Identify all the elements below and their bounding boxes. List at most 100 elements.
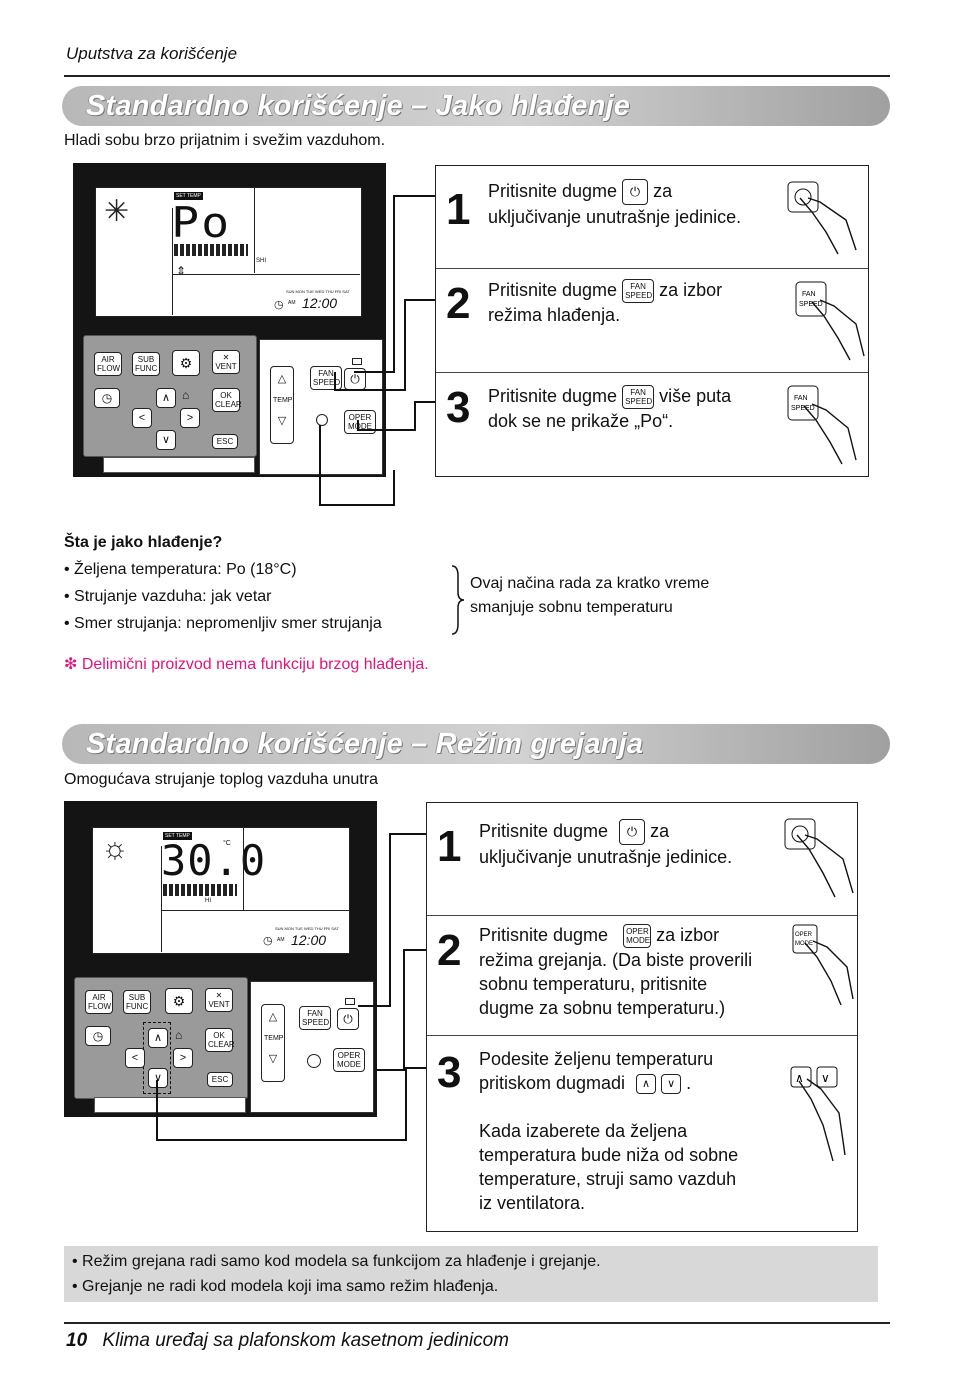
clock-icon: ◷: [274, 299, 284, 311]
section1-banner: Standardno korišćenje – Jako hlađenje: [62, 86, 890, 126]
step-1: 1 Pritisnite dugme ⏻ za uključivanje unu…: [436, 166, 868, 269]
note-item: • Grejanje ne radi kod modela koji ima s…: [72, 1278, 499, 1295]
step-number: 1: [437, 822, 462, 871]
timer-clock-button[interactable]: ◷: [94, 388, 120, 408]
lcd-screen: ☼ SET TEMP 30.0 °C HI SUN MON TUE WED TH…: [92, 827, 350, 954]
up-arrow-icon: ∧: [636, 1074, 657, 1095]
footer-text: Klima uređaj sa plafonskom kasetnom jedi…: [102, 1330, 510, 1351]
set-temp-tag: SET TEMP: [163, 832, 192, 840]
step-number: 3: [437, 1048, 462, 1097]
section2-title: Standardno korišćenje – Režim grejanja: [86, 728, 644, 760]
svg-text:FAN: FAN: [794, 395, 808, 402]
fan-level-bars: [163, 884, 237, 896]
lcd-main-text: Po: [171, 198, 232, 247]
step-text: Pritisnite dugme ⏻ za uključivanje unutr…: [488, 179, 742, 228]
right-arrow-button[interactable]: >: [180, 408, 200, 428]
power-led: [345, 998, 355, 1005]
am-label: AM: [288, 300, 296, 306]
home-icon: ⌂: [175, 1028, 183, 1042]
up-arrow-button[interactable]: ∧: [148, 1028, 168, 1048]
esc-button[interactable]: ESC: [207, 1072, 233, 1087]
hand-pressing-power-icon: [786, 180, 858, 265]
up-arrow-button[interactable]: ∧: [156, 388, 176, 408]
power-icon: ⏻: [619, 819, 646, 846]
step-text: Podesite željenu temperaturu pritiskom d…: [479, 1049, 739, 1213]
section1-intro: Hladi sobu brzo prijatnim i svežim vazdu…: [64, 132, 386, 149]
swing-icon: ⇕: [176, 264, 187, 278]
step-number: 3: [446, 383, 471, 432]
room-temp-button[interactable]: [316, 414, 328, 426]
vent-button[interactable]: ✕VENT: [212, 350, 240, 374]
temp-rocker-button[interactable]: △TEMP▽: [270, 366, 294, 444]
right-arrow-button[interactable]: >: [173, 1048, 193, 1068]
weekday-labels: SUN MON TUE WED THU FRI SAT: [286, 289, 350, 294]
shi-label: SHI: [256, 258, 267, 264]
callout-lines-1: [319, 195, 436, 506]
svg-text:SPEED: SPEED: [799, 301, 823, 308]
step-number: 1: [446, 185, 471, 234]
down-arrow-icon: ∨: [661, 1074, 682, 1095]
settings-gear-icon[interactable]: ⚙: [172, 350, 200, 376]
step-1: 1 Pritisnite dugme ⏻ za uključivanje unu…: [427, 803, 857, 916]
hand-pressing-fan-speed-icon: FAN SPEED: [786, 380, 858, 477]
svg-text:SPEED: SPEED: [791, 405, 815, 412]
steps-panel-1: 1 Pritisnite dugme ⏻ za uključivanje unu…: [435, 165, 869, 477]
svg-text:MODE: MODE: [795, 941, 813, 947]
list-item: • Strujanje vazduha: jak vetar: [64, 588, 272, 605]
settings-gear-icon[interactable]: ⚙: [165, 988, 193, 1014]
set-temp-tag: SET TEMP: [174, 192, 203, 200]
svg-text:FAN: FAN: [802, 291, 816, 298]
remote-control-illustration-2: ☼ SET TEMP 30.0 °C HI SUN MON TUE WED TH…: [64, 801, 377, 1117]
battery-cover: [103, 457, 255, 473]
svg-text:∧: ∧: [795, 1071, 804, 1085]
snowflake-icon: ✳: [104, 195, 130, 228]
section2-intro: Omogućava strujanje toplog vazduha unutr…: [64, 771, 378, 788]
hi-label: HI: [205, 898, 211, 904]
lcd-main-text: 30.0: [161, 836, 267, 885]
header-label: Uputstva za korišćenje: [66, 44, 238, 63]
hand-pressing-power-icon: [783, 817, 855, 908]
header-rule: [64, 75, 890, 77]
left-arrow-button[interactable]: <: [132, 408, 152, 428]
celsius-unit: °C: [223, 840, 231, 847]
weekday-labels: SUN MON TUE WED THU FRI SAT: [275, 926, 339, 931]
page-number: 10: [66, 1330, 88, 1351]
sun-icon: ☼: [101, 832, 129, 865]
timer-clock-button[interactable]: ◷: [85, 1026, 111, 1046]
hand-pressing-up-down-icon: ∧∨: [789, 1065, 853, 1174]
left-arrow-button[interactable]: <: [125, 1048, 145, 1068]
step-number: 2: [437, 926, 462, 975]
remote-control-illustration-1: ✳ SET TEMP Po SHI ⇕ SUN MON TUE WED THU …: [73, 163, 386, 477]
room-temp-button[interactable]: [307, 1054, 321, 1068]
brace-icon: [451, 565, 465, 635]
down-arrow-button[interactable]: ∨: [156, 430, 176, 450]
temp-rocker-button[interactable]: △TEMP▽: [261, 1004, 285, 1082]
list-item: • Željena temperatura: Po (18°C): [64, 561, 297, 578]
power-icon: ⏻: [622, 179, 649, 206]
power-button[interactable]: ⏻: [337, 1008, 359, 1030]
list-item: • Smer strujanja: nepromenljiv smer stru…: [64, 615, 382, 632]
clock-icon: ◷: [263, 935, 273, 947]
step-3: 3 Podesite željenu temperaturu pritiskom…: [427, 1035, 857, 1231]
esc-button[interactable]: ESC: [212, 434, 238, 449]
vent-button[interactable]: ✕VENT: [205, 988, 233, 1012]
